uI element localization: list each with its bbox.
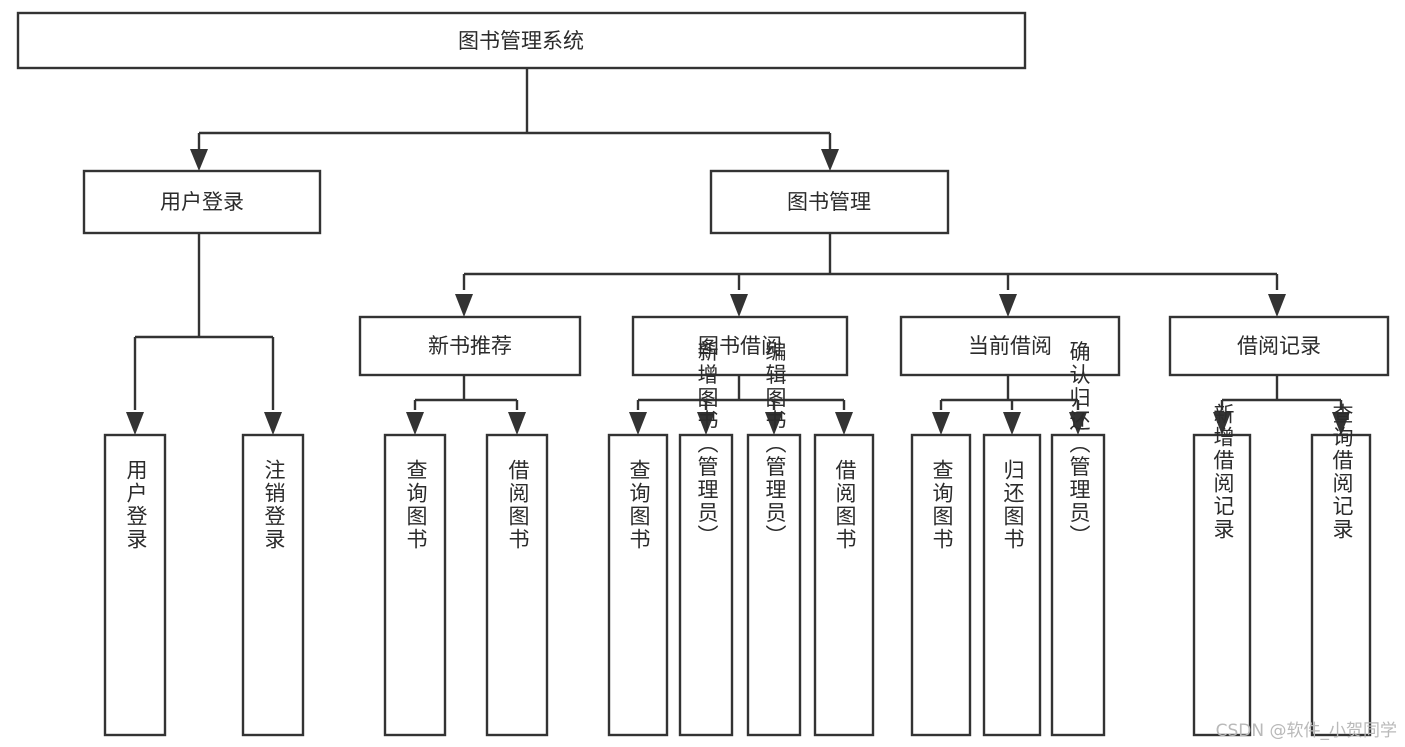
- node-new-book-recommend-box[interactable]: [358, 315, 582, 377]
- node-leaf-edit-book-admin-box[interactable]: [746, 433, 802, 737]
- node-leaf-query-book-borrow[interactable]: 查询图书: [607, 433, 669, 737]
- node-book-borrow[interactable]: 图书借阅: [631, 315, 849, 377]
- node-new-book-recommend-label: 新书推荐: [428, 334, 512, 358]
- node-leaf-logout-box[interactable]: [241, 433, 305, 737]
- node-leaf-query-borrow-record-box[interactable]: [1310, 433, 1372, 737]
- arrow-head-to-leaf-add-record: [1213, 412, 1231, 435]
- edge-userlogin-bus: [133, 233, 275, 410]
- node-leaf-query-book-borrow-box[interactable]: [607, 433, 669, 737]
- node-leaf-query-book-rec-label: 查询图书: [404, 459, 428, 551]
- node-book-borrow-box[interactable]: [631, 315, 849, 377]
- node-current-borrow[interactable]: 当前借阅: [899, 315, 1121, 377]
- node-book-manage-label: 图书管理: [787, 190, 871, 214]
- arrow-head-to-user-login: [190, 149, 208, 171]
- node-user-login-label: 用户登录: [160, 190, 244, 214]
- arrow-head-to-leaf-query-book-3: [932, 412, 950, 435]
- node-leaf-confirm-return-admin-box[interactable]: [1050, 433, 1106, 737]
- node-book-manage[interactable]: 图书管理: [709, 169, 950, 235]
- node-root-box[interactable]: [16, 11, 1027, 70]
- node-leaf-add-book-admin[interactable]: 新增图书（管理员）: [678, 341, 734, 737]
- node-user-login[interactable]: 用户登录: [82, 169, 322, 235]
- edge-root-bus: [197, 68, 832, 155]
- node-leaf-confirm-return-admin-label: 确认归还（管理员）: [1067, 341, 1091, 548]
- edge-borrowrecord-bus: [1220, 375, 1343, 410]
- node-leaf-query-book-current[interactable]: 查询图书: [910, 433, 972, 737]
- arrow-head-to-leaf-borrow-book-2: [835, 412, 853, 435]
- arrow-head-to-book-manage: [821, 149, 839, 171]
- node-borrow-record-box[interactable]: [1168, 315, 1390, 377]
- node-leaf-borrow-book-rec[interactable]: 借阅图书: [485, 433, 549, 737]
- node-new-book-recommend[interactable]: 新书推荐: [358, 315, 582, 377]
- connector-layer: [126, 68, 1350, 435]
- node-book-borrow-label: 图书借阅: [698, 334, 782, 358]
- arrow-head-to-leaf-edit-book: [765, 412, 783, 435]
- arrow-head-to-leaf-query-book-1: [406, 412, 424, 435]
- node-leaf-query-borrow-record[interactable]: 查询借阅记录: [1310, 403, 1372, 737]
- node-leaf-edit-book-admin-label: 编辑图书（管理员）: [763, 341, 787, 548]
- edge-bookmanage-bus: [462, 233, 1279, 290]
- node-leaf-user-login-label: 用户登录: [124, 459, 148, 551]
- node-leaf-confirm-return-admin[interactable]: 确认归还（管理员）: [1050, 341, 1106, 737]
- arrow-head-to-leaf-return-book: [1003, 412, 1021, 435]
- node-user-login-box[interactable]: [82, 169, 322, 235]
- node-leaf-borrow-book-borrow-box[interactable]: [813, 433, 875, 737]
- node-leaf-borrow-book-rec-label: 借阅图书: [506, 459, 530, 551]
- arrow-head-to-leaf-confirm-return: [1069, 412, 1087, 435]
- node-leaf-return-book-label: 归还图书: [1001, 459, 1025, 551]
- node-book-manage-box[interactable]: [709, 169, 950, 235]
- node-borrow-record[interactable]: 借阅记录: [1168, 315, 1390, 377]
- arrow-head-to-book-borrow: [730, 294, 748, 317]
- node-leaf-add-book-admin-label: 新增图书（管理员）: [695, 341, 719, 548]
- edge-currentborrow-bus: [939, 375, 1080, 410]
- arrow-head-to-leaf-borrow-book-1: [508, 412, 526, 435]
- node-root-label: 图书管理系统: [458, 29, 584, 53]
- node-borrow-record-label: 借阅记录: [1237, 334, 1321, 358]
- node-leaf-add-book-admin-box[interactable]: [678, 433, 734, 737]
- node-leaf-borrow-book-rec-box[interactable]: [485, 433, 549, 737]
- arrow-head-to-leaf-query-record: [1332, 412, 1350, 435]
- arrow-head-to-leaf-logout: [264, 412, 282, 435]
- node-leaf-borrow-book-borrow-label: 借阅图书: [833, 459, 857, 551]
- node-leaf-query-book-current-box[interactable]: [910, 433, 972, 737]
- node-leaf-query-borrow-record-label: 查询借阅记录: [1330, 403, 1354, 541]
- node-leaf-add-borrow-record-label: 新增借阅记录: [1211, 403, 1235, 541]
- node-leaf-add-borrow-record-box[interactable]: [1192, 433, 1252, 737]
- node-leaf-query-book-borrow-label: 查询图书: [627, 459, 651, 551]
- node-leaf-edit-book-admin[interactable]: 编辑图书（管理员）: [746, 341, 802, 737]
- node-leaf-user-login[interactable]: 用户登录: [103, 433, 167, 737]
- csdn-watermark: CSDN @软件_小贺同学: [1215, 721, 1397, 741]
- node-leaf-query-book-current-label: 查询图书: [930, 459, 954, 551]
- arrow-head-to-borrow-record: [1268, 294, 1286, 317]
- node-current-borrow-box[interactable]: [899, 315, 1121, 377]
- node-leaf-logout[interactable]: 注销登录: [241, 433, 305, 737]
- arrow-head-to-leaf-query-book-2: [629, 412, 647, 435]
- node-leaf-query-book-rec[interactable]: 查询图书: [383, 433, 447, 737]
- node-leaf-return-book-box[interactable]: [982, 433, 1042, 737]
- node-leaf-logout-label: 注销登录: [262, 459, 286, 551]
- arrow-head-to-leaf-user-login: [126, 412, 144, 435]
- node-leaf-query-book-rec-box[interactable]: [383, 433, 447, 737]
- edge-bookborrow-bus: [636, 375, 846, 410]
- node-leaf-add-borrow-record[interactable]: 新增借阅记录: [1192, 403, 1252, 737]
- arrow-head-to-current-borrow: [999, 294, 1017, 317]
- node-root[interactable]: 图书管理系统: [16, 11, 1027, 70]
- node-leaf-user-login-box[interactable]: [103, 433, 167, 737]
- node-current-borrow-label: 当前借阅: [968, 334, 1052, 358]
- edge-newbookrec-bus: [413, 375, 519, 410]
- node-leaf-return-book[interactable]: 归还图书: [982, 433, 1042, 737]
- arrow-head-to-leaf-add-book: [697, 412, 715, 435]
- arrow-head-to-new-book-rec: [455, 294, 473, 317]
- node-leaf-borrow-book-borrow[interactable]: 借阅图书: [813, 433, 875, 737]
